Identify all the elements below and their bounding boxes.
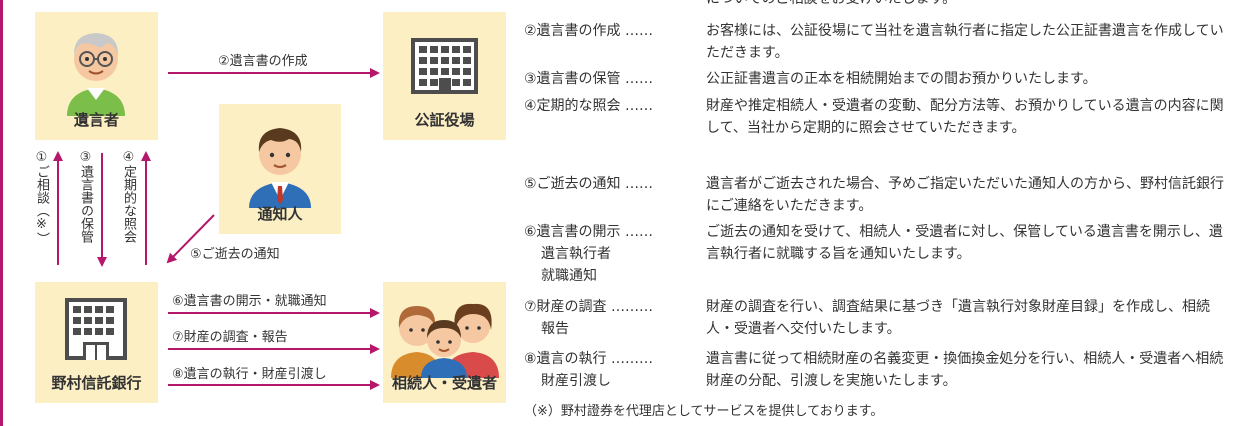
step-title: ④定期的な照会 — [524, 98, 621, 114]
step-leader-dots: …… — [625, 98, 654, 114]
step-subtitle: 報告 — [541, 321, 569, 337]
arrow-label-periodic-inquiry: ④定期的な照会 — [121, 150, 136, 243]
step-leader-dots: ……… — [611, 351, 654, 367]
arrow-label-consultation: ①ご相談（※） — [34, 150, 49, 245]
node-label: 通知人 — [257, 205, 303, 223]
step-leader-dots: ……… — [611, 299, 654, 315]
step-title: ③遺言書の保管 — [524, 71, 621, 87]
step-subtitle: 遺言執行者 — [541, 246, 611, 262]
step-description: 財産の調査を行い、調査結果に基づき「遺言執行対象財産目録」を作成し、相続人・受遺… — [706, 299, 1210, 337]
node-notary-office: 公証役場 — [383, 12, 506, 140]
node-heirs: 相続人・受遺者 — [383, 282, 506, 403]
step-leader-dots: …… — [625, 71, 654, 87]
flow-arrows — [53, 68, 380, 390]
step-description: 遺言者がご逝去された場合、予めご指定いただいた通知人の方から、野村信託銀行にご連… — [706, 176, 1224, 214]
node-label: 野村信託銀行 — [51, 374, 142, 392]
node-label: 公証役場 — [414, 111, 475, 129]
step-title: ②遺言書の作成 — [524, 23, 621, 39]
elderly-man-icon — [67, 33, 125, 116]
step-description: 遺言書に従って相続財産の名義変更・換価換金処分を行い、相続人・受遺者へ相続財産の… — [706, 351, 1224, 389]
accent-bar — [0, 0, 3, 426]
arrow-death-notice — [166, 214, 215, 264]
arrow-label-create-will: ②遺言書の作成 — [218, 54, 308, 69]
node-label: 遺言者 — [73, 111, 119, 129]
step-description: ご逝去の通知を受けて、相続人・受遺者に対し、保管している遺言書を開示し、遺言執行… — [706, 224, 1223, 262]
footnote: （※）野村證券を代理店としてサービスを提供しております。 — [524, 404, 884, 419]
step-subtitle: 就職通知 — [541, 268, 597, 284]
arrow-label-investigation: ⑦財産の調査・報告 — [172, 330, 288, 345]
office-building-icon — [411, 38, 478, 94]
step-leader-dots: …… — [625, 224, 654, 240]
step-title: ⑤ご逝去の通知 — [524, 176, 621, 192]
arrow-label-death-notice: ⑤ご逝去の通知 — [190, 247, 280, 262]
step-description: 財産や推定相続人・受遺者の変動、配分方法等、お預かりしている遺言の内容に関して、… — [706, 98, 1224, 136]
node-trust-bank: 野村信託銀行 — [35, 282, 158, 403]
step-1-tail: についてのご相談をお受けいたします。 — [524, 0, 1224, 10]
step-title: ⑧遺言の執行 — [524, 351, 607, 367]
step-title: ⑥遺言書の開示 — [524, 224, 621, 240]
arrow-label-disclosure: ⑥遺言書の開示・就職通知 — [172, 294, 327, 309]
node-testator: 遺言者 — [35, 12, 158, 140]
node-label: 相続人・受遺者 — [391, 374, 497, 392]
businessman-icon — [249, 128, 311, 208]
family-icon — [391, 303, 499, 378]
bank-building-icon — [65, 298, 127, 360]
step-description: 公正証書遺言の正本を相続開始までの間お預かりいたします。 — [706, 71, 1097, 87]
step-leader-dots: …… — [625, 176, 654, 192]
arrow-label-storage: ③遺言書の保管 — [78, 150, 93, 243]
step-description: についてのご相談をお受けいたします。 — [706, 0, 1224, 10]
arrow-label-execution: ⑧遺言の執行・財産引渡し — [172, 367, 327, 382]
step-title: ⑦財産の調査 — [524, 299, 607, 315]
node-notifier: 通知人 — [219, 104, 341, 234]
step-leader-dots: …… — [625, 23, 654, 39]
step-description: お客様には、公証役場にて当社を遺言執行者に指定した公正証書遺言を作成していただき… — [706, 23, 1224, 61]
step-subtitle: 財産引渡し — [541, 373, 611, 389]
